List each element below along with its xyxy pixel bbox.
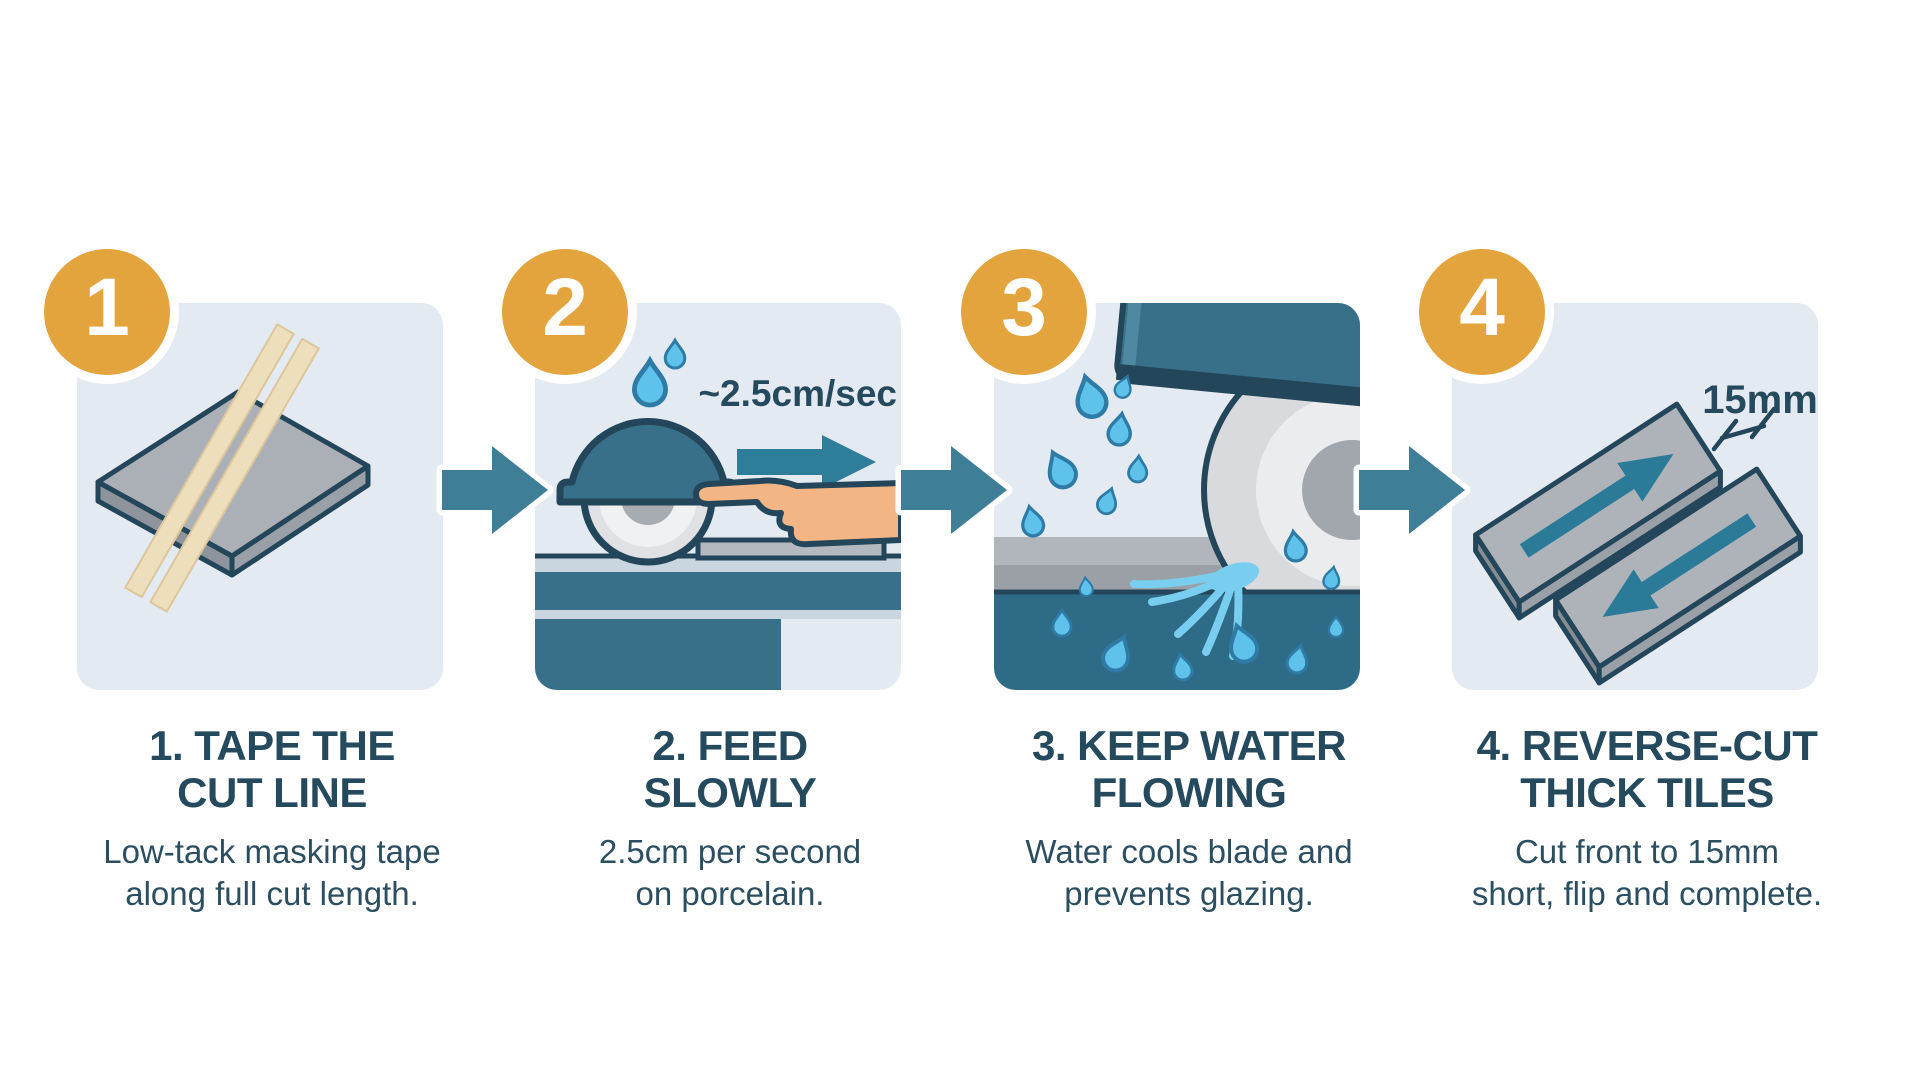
reverse-cut-tiles-icon <box>1473 401 1803 686</box>
water-drop-icon <box>634 338 687 405</box>
step3-badge: 3 <box>952 240 1096 384</box>
step-number: 3 <box>1001 262 1047 353</box>
step1-title: 1. TAPE THE CUT LINE <box>149 722 395 816</box>
taped-tile-illustration <box>95 323 371 613</box>
hand-icon <box>693 477 901 548</box>
step4-description: Cut front to 15mm short, flip and comple… <box>1471 833 1823 912</box>
step1-badge: 1 <box>35 240 179 384</box>
reverse-cut-illustration: 15mm <box>1473 378 1818 686</box>
step4-title: 4. REVERSE-CUT THICK TILES <box>1476 722 1818 816</box>
step-arrow-icon <box>436 440 554 540</box>
feed-direction-arrow-icon <box>737 435 876 489</box>
step3-panel <box>994 303 1360 690</box>
cut-direction-arrow-icon <box>1519 453 1674 558</box>
step-number: 4 <box>1459 262 1505 353</box>
step-number: 2 <box>542 262 588 353</box>
water-spray-icon <box>1130 562 1260 660</box>
step-arrow-icon <box>895 440 1013 540</box>
step2-description: 2.5cm per second on porcelain. <box>598 833 862 912</box>
step4-badge: 4 <box>1410 240 1554 384</box>
step3-title: 3. KEEP WATER FLOWING <box>1031 722 1347 816</box>
step1-description: Low-tack masking tape along full cut len… <box>103 833 441 912</box>
step-arrow-icon <box>1353 440 1471 540</box>
feed-rate-annotation: ~2.5cm/sec <box>698 373 897 414</box>
wet-saw-illustration: ~2.5cm/sec <box>535 338 901 690</box>
step1-panel <box>77 303 443 690</box>
masking-tape-icon <box>124 323 320 613</box>
cut-direction-arrow-icon <box>1602 513 1757 618</box>
step2-badge: 2 <box>493 240 637 384</box>
step2-title: 2. FEED SLOWLY <box>643 722 817 816</box>
step3-description: Water cools blade and prevents glazing. <box>1025 833 1353 912</box>
measurement-tick-icon <box>1711 406 1777 452</box>
water-cooling-illustration <box>994 303 1360 690</box>
blade-guard-icon <box>1114 303 1360 410</box>
tile-with-tape-icon <box>95 323 371 613</box>
step-number: 1 <box>84 262 130 353</box>
saw-table-icon <box>535 553 901 690</box>
offset-annotation: 15mm <box>1702 378 1818 422</box>
